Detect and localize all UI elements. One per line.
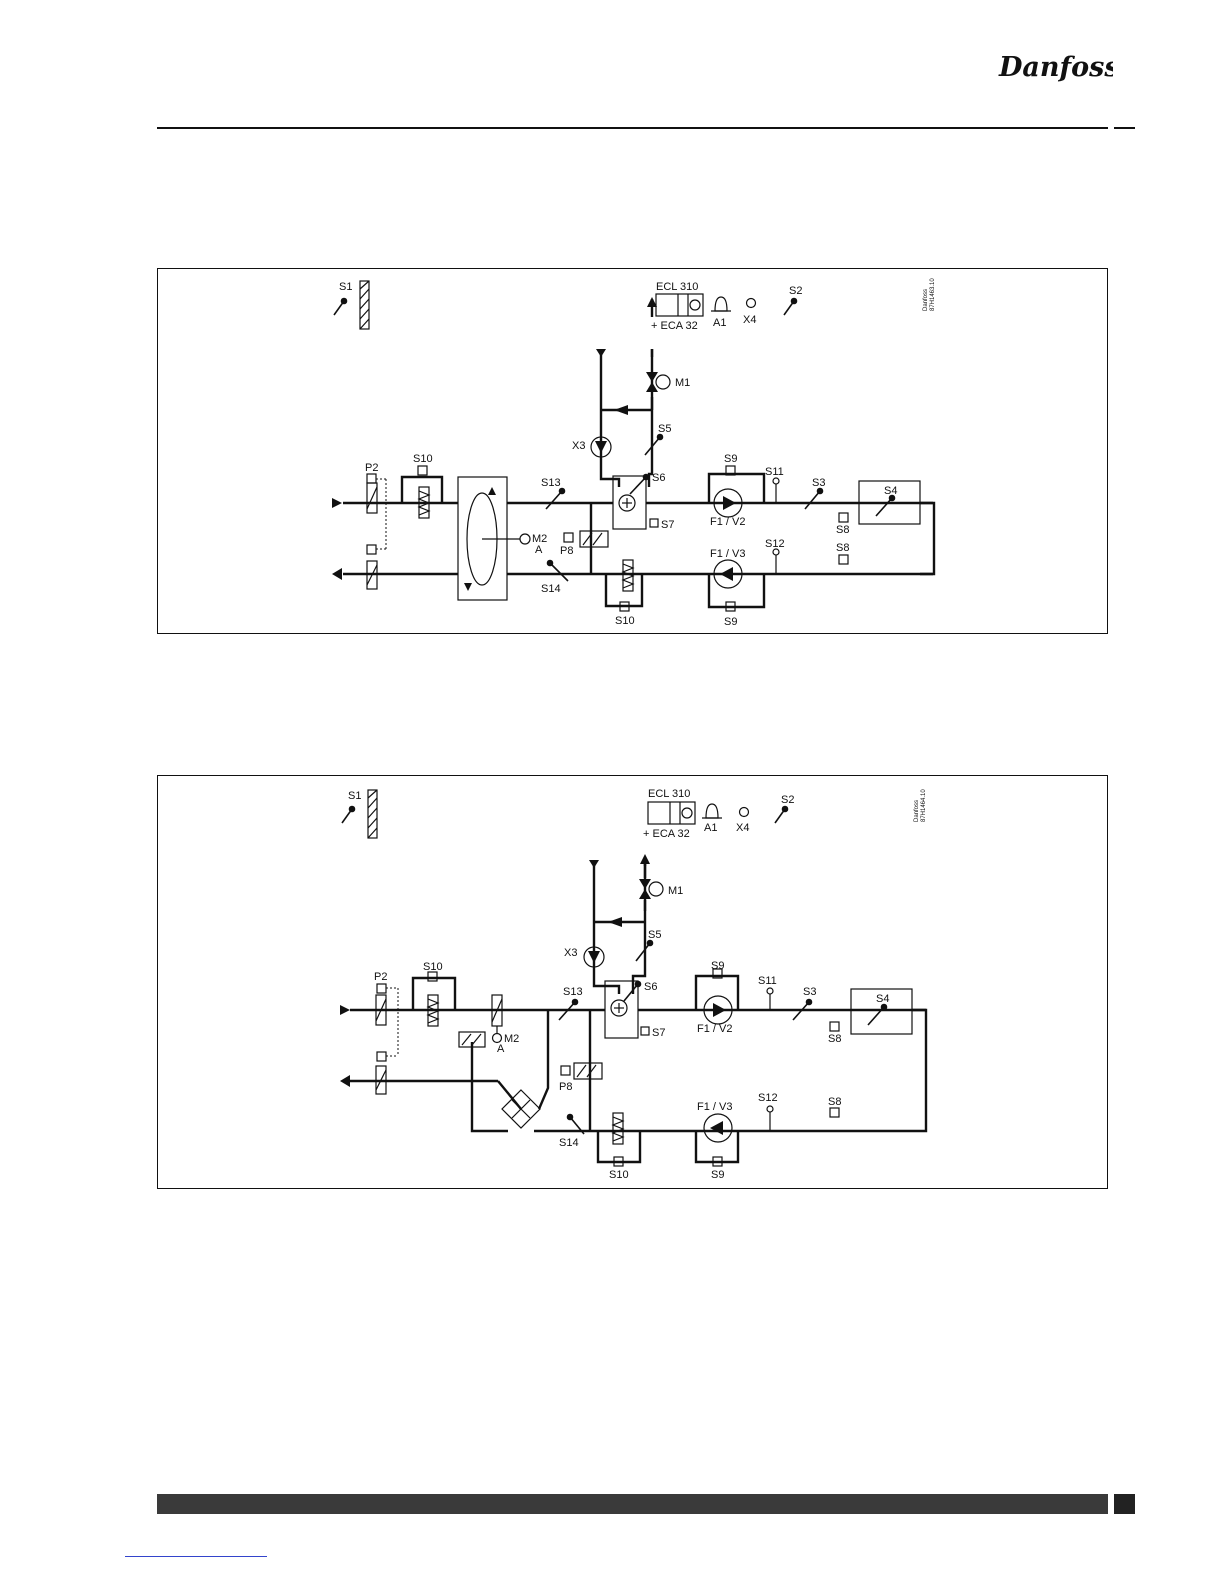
label-controller: ECL 310 (656, 281, 698, 293)
label-x3: X3 (564, 947, 577, 959)
label-s7: S7 (652, 1027, 665, 1039)
label-a: A (535, 544, 543, 556)
label-x4: X4 (736, 822, 749, 834)
drawing-id-brand: Danfoss (914, 800, 920, 822)
label-m1: M1 (675, 377, 690, 389)
label-s4: S4 (884, 485, 897, 497)
label-s13: S13 (541, 477, 561, 489)
label-m1: M1 (668, 885, 683, 897)
label-p8: P8 (560, 545, 573, 557)
label-f1v3: F1 / V3 (710, 548, 745, 560)
logo-wordmark: Danfoss (998, 52, 1113, 83)
footer-link-underline[interactable] (125, 1556, 267, 1557)
label-s12: S12 (765, 538, 785, 550)
label-x4: X4 (743, 314, 756, 326)
label-s9-bottom: S9 (711, 1169, 724, 1181)
label-module: + ECA 32 (643, 828, 690, 840)
diagram-1: S1 ECL 310 + ECA 32 A1 X4 S2 Danfoss 87H… (158, 269, 1109, 635)
label-s9-top: S9 (724, 453, 737, 465)
label-p2: P2 (374, 971, 387, 983)
footer-bar (157, 1494, 1108, 1514)
label-s5: S5 (658, 423, 671, 435)
label-s1: S1 (339, 281, 352, 293)
label-s2: S2 (789, 285, 802, 297)
label-s8-bottom: S8 (836, 542, 849, 554)
label-s5: S5 (648, 929, 661, 941)
label-s6: S6 (644, 981, 657, 993)
label-controller: ECL 310 (648, 788, 690, 800)
label-s4: S4 (876, 993, 889, 1005)
label-x3: X3 (572, 440, 585, 452)
label-s6: S6 (652, 472, 665, 484)
label-p2: P2 (365, 462, 378, 474)
label-s1: S1 (348, 790, 361, 802)
danfoss-logo: Danfoss (995, 46, 1113, 88)
label-a1: A1 (704, 822, 717, 834)
drawing-id-number: 87H1463.10 (930, 278, 936, 311)
label-s7: S7 (661, 519, 674, 531)
label-f1v2: F1 / V2 (710, 516, 745, 528)
label-s9-top: S9 (711, 960, 724, 972)
label-module: + ECA 32 (651, 320, 698, 332)
diagram-2: S1 ECL 310 + ECA 32 A1 X4 S2 Danfoss 87H… (158, 776, 1109, 1190)
header-rule (157, 127, 1108, 129)
label-f1v2: F1 / V2 (697, 1023, 732, 1035)
label-f1v3: F1 / V3 (697, 1101, 732, 1113)
label-s10-bottom: S10 (615, 615, 635, 627)
label-s8-top: S8 (828, 1033, 841, 1045)
label-s10-bottom: S10 (609, 1169, 629, 1181)
page-tab (1114, 1494, 1135, 1514)
label-s14: S14 (559, 1137, 579, 1149)
label-s13: S13 (563, 986, 583, 998)
label-s11: S11 (758, 975, 777, 987)
drawing-id-number: 87H1464.10 (921, 789, 927, 822)
label-s3: S3 (803, 986, 816, 998)
label-a1: A1 (713, 317, 726, 329)
header-rule-tab (1114, 127, 1135, 129)
label-s8-bottom: S8 (828, 1096, 841, 1108)
label-s2: S2 (781, 794, 794, 806)
label-s10-top: S10 (423, 961, 443, 973)
diagram-2-panel: S1 ECL 310 + ECA 32 A1 X4 S2 Danfoss 87H… (157, 775, 1108, 1189)
label-s10-top: S10 (413, 453, 433, 465)
label-s8-top: S8 (836, 524, 849, 536)
diagram-1-panel: S1 ECL 310 + ECA 32 A1 X4 S2 Danfoss 87H… (157, 268, 1108, 634)
label-s14: S14 (541, 583, 561, 595)
label-s3: S3 (812, 477, 825, 489)
drawing-id-brand: Danfoss (923, 289, 929, 311)
label-m2: M2 (504, 1033, 519, 1045)
label-s9-bottom: S9 (724, 616, 737, 628)
label-s11: S11 (765, 466, 784, 478)
label-a: A (497, 1043, 505, 1055)
label-s12: S12 (758, 1092, 778, 1104)
label-p8: P8 (559, 1081, 572, 1093)
